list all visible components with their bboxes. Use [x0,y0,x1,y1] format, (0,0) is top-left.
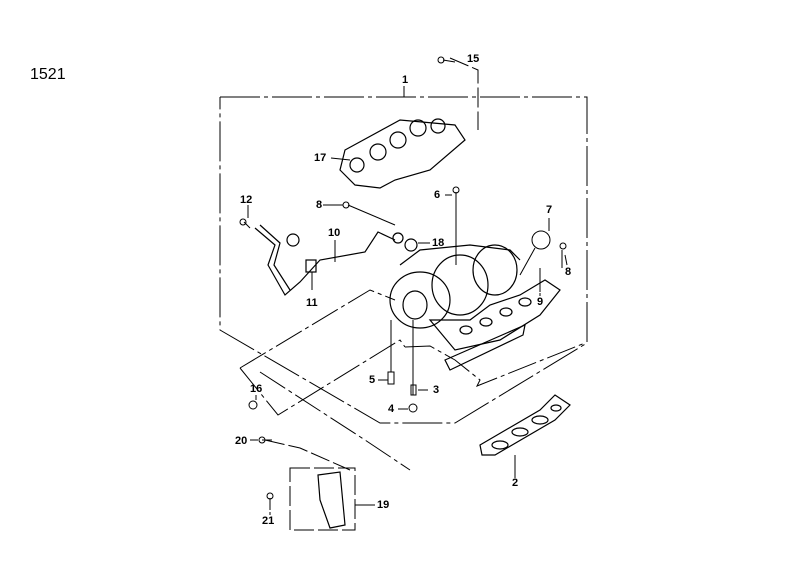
intake-gasket [339,118,466,189]
callout-15: 15 [467,53,480,65]
diagram-code: 1521 [30,66,66,83]
callout-21: 21 [262,515,275,527]
callout-19: 19 [377,499,390,511]
callout-10: 10 [328,227,341,239]
callout-18: 18 [432,237,445,249]
callout-12: 12 [240,194,253,206]
callout-1: 1 [402,74,409,86]
turbo-manifold [389,244,561,371]
oil-pipe [254,224,404,296]
callout-8a: 8 [316,199,323,211]
callout-2: 2 [512,477,519,489]
wastegate-actuator [519,218,551,276]
callout-16: 16 [250,383,263,395]
bracket-assembly [264,439,356,531]
callout-11: 11 [306,297,318,309]
callout-17: 17 [314,152,327,164]
callout-7: 7 [546,204,553,216]
callout-20: 20 [235,435,248,447]
callout-5: 5 [369,374,376,386]
callout-8b: 8 [565,266,572,278]
callout-9: 9 [537,296,544,308]
assembly-boundary [219,96,588,424]
bolts [239,56,567,510]
callout-6: 6 [434,189,441,201]
callout-4: 4 [388,403,395,415]
callout-3: 3 [433,384,440,396]
exhaust-gasket [479,394,571,456]
leader-lines [247,157,568,515]
